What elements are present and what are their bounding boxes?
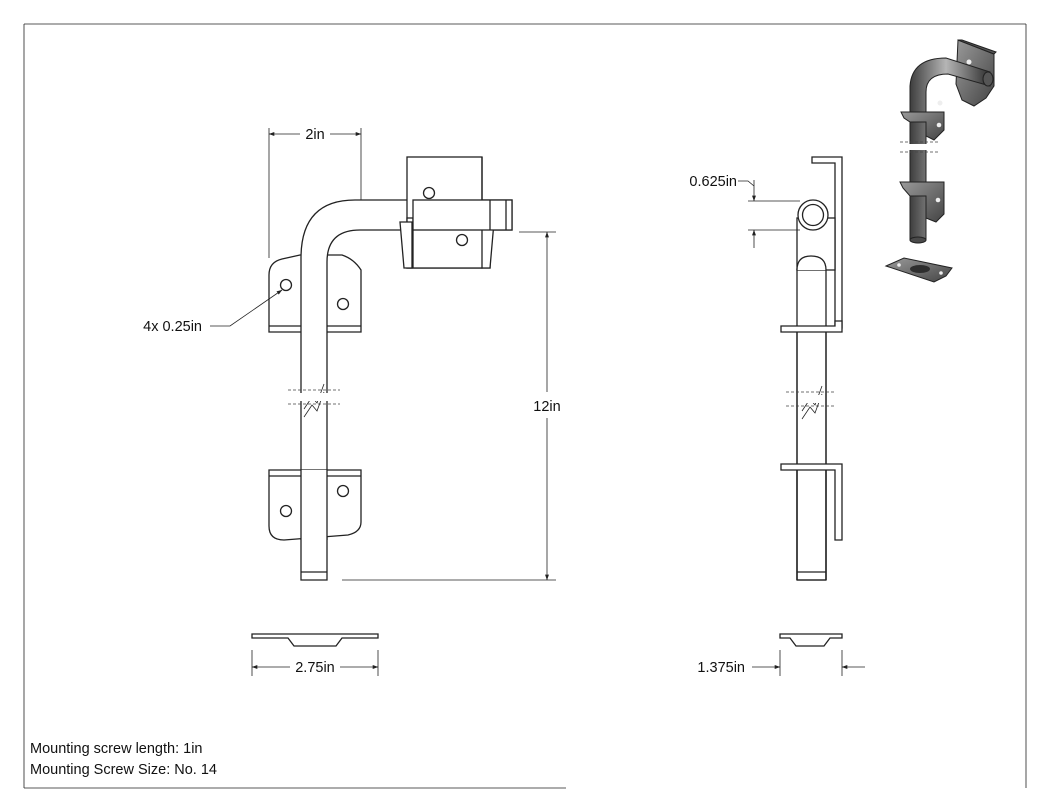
dim-hole-callout: 4x 0.25in [143,319,202,335]
side-base-plate [779,633,843,647]
dim-front-width: 2in [305,127,324,143]
front-hole [336,484,350,498]
keeper-hole [422,186,436,200]
front-dimensions: 2in 12in 4x 0.25in 2.75in [143,127,561,676]
front-hole [336,297,350,311]
front-view [251,156,513,647]
dim-side-plate-depth: 1.375in [697,660,745,676]
side-rod [796,255,827,581]
dim-front-height: 12in [533,399,560,415]
keeper-hole [455,233,469,247]
side-dimensions: 0.625in 1.375in [689,174,865,676]
dim-plate-width: 2.75in [295,660,335,676]
front-hole [279,278,293,292]
iso-lower-bracket [899,181,945,223]
note-screw-size: Mounting Screw Size: No. 14 [30,762,217,778]
iso-upper-bracket [900,111,945,141]
dim-side-pin: 0.625in [689,174,737,190]
front-base-plate [251,633,379,647]
isometric-render [884,39,997,283]
side-view [779,156,843,647]
note-screw-length: Mounting screw length: 1in [30,741,203,757]
sheet-border [23,23,1027,789]
front-hole [279,504,293,518]
